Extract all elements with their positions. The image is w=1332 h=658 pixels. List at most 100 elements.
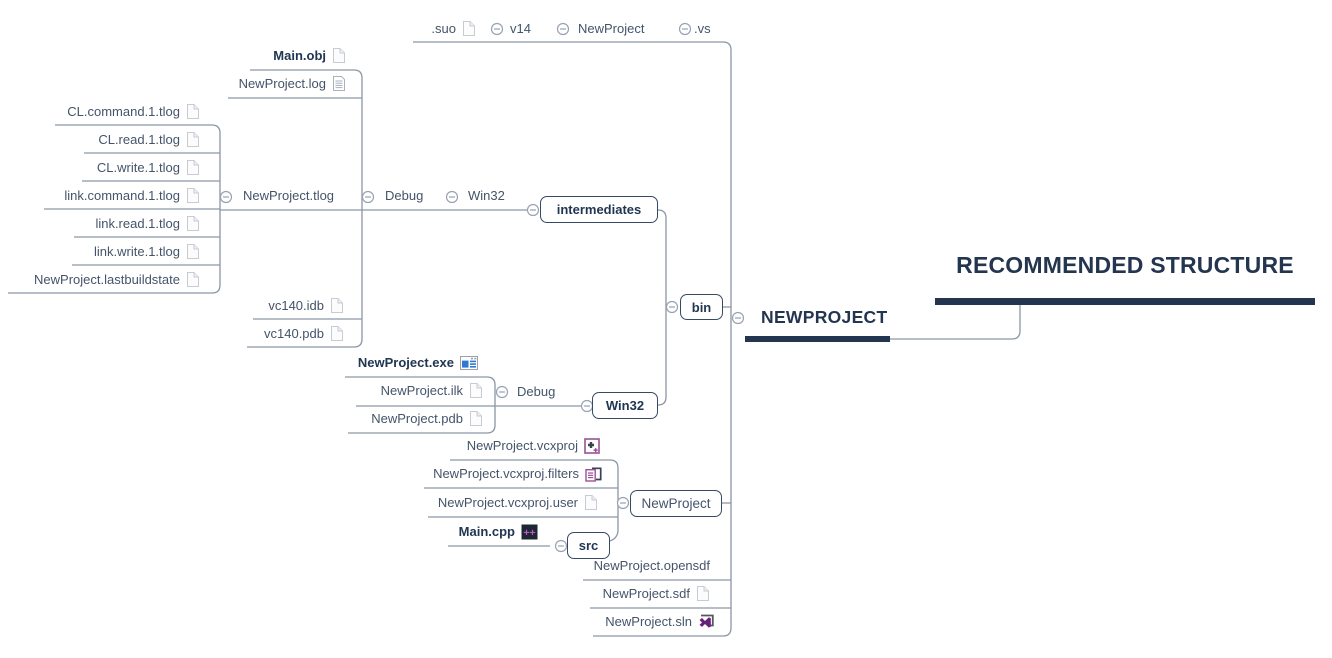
node-label: NewProject.ilk xyxy=(380,383,463,398)
node-label: NewProject.tlog xyxy=(243,188,335,203)
file-icon xyxy=(187,160,199,175)
collapse-minus-icon[interactable] xyxy=(361,190,375,204)
node-label: link.write.1.tlog xyxy=(94,244,180,259)
file-icon xyxy=(187,132,199,147)
file-icon xyxy=(187,104,199,119)
node-label: .suo xyxy=(431,21,456,36)
collapse-minus-icon[interactable] xyxy=(678,22,692,36)
node-label: bin xyxy=(691,299,712,315)
file-icon xyxy=(333,48,345,63)
node-newproject-tlog[interactable]: NewProject.tlog xyxy=(243,187,334,204)
node-label: NewProject.vcxproj.filters xyxy=(433,466,579,481)
node-link-command-tlog[interactable]: link.command.1.tlog xyxy=(64,187,200,204)
node-newproject-ilk[interactable]: NewProject.ilk xyxy=(381,382,483,399)
node-label: NewProject.log xyxy=(238,76,326,91)
node-label: CL.read.1.tlog xyxy=(98,132,180,147)
node-label: Main.obj xyxy=(273,48,326,63)
node-cl-write-tlog[interactable]: CL.write.1.tlog xyxy=(97,159,200,176)
node-win32-output-folder[interactable]: Win32 xyxy=(592,392,658,419)
node-main-obj[interactable]: Main.obj xyxy=(273,47,346,64)
node-vc140-idb[interactable]: vc140.idb xyxy=(268,297,344,314)
node-newproject-exe[interactable]: NewProject.exe xyxy=(358,354,478,371)
collapse-minus-icon[interactable] xyxy=(490,22,504,36)
collapse-toggles xyxy=(219,22,745,553)
root-topic-newproject[interactable]: NEWPROJECT xyxy=(761,307,887,328)
node-newproject-pdb[interactable]: NewProject.pdb xyxy=(371,410,483,427)
collapse-minus-icon[interactable] xyxy=(556,22,570,36)
node-suo[interactable]: .suo xyxy=(431,20,476,37)
root-underline-bar xyxy=(745,336,890,342)
node-label: Win32 xyxy=(468,188,505,203)
file-icon xyxy=(187,244,199,259)
node-newproject-project-folder[interactable]: NewProject xyxy=(630,490,722,517)
node-sdf[interactable]: NewProject.sdf xyxy=(603,585,710,602)
node-label: Debug xyxy=(517,384,556,399)
cpp-file-icon: ++ xyxy=(521,524,538,539)
collapse-minus-icon[interactable] xyxy=(495,385,509,399)
node-label: v14 xyxy=(510,21,531,36)
collapse-minus-icon[interactable] xyxy=(526,203,540,217)
node-debug-intermediate[interactable]: Debug xyxy=(385,187,423,204)
collapse-minus-icon[interactable] xyxy=(616,496,630,510)
node-src-folder[interactable]: src xyxy=(567,532,610,559)
collapse-minus-icon[interactable] xyxy=(665,300,679,314)
node-intermediates-folder[interactable]: intermediates xyxy=(540,196,658,223)
collapse-minus-icon[interactable] xyxy=(580,399,594,413)
file-icon xyxy=(585,495,597,510)
node-label: NewProject.sdf xyxy=(602,586,690,601)
node-label: NEWPROJECT xyxy=(761,307,888,327)
node-label: NewProject.vcxproj xyxy=(466,438,578,453)
node-label: NewProject xyxy=(641,496,711,511)
node-link-write-tlog[interactable]: link.write.1.tlog xyxy=(94,243,200,260)
node-label: link.command.1.tlog xyxy=(64,188,180,203)
node-label: .vs xyxy=(694,21,711,36)
node-newproject-folder[interactable]: NewProject xyxy=(578,20,644,37)
sln-icon xyxy=(699,614,714,628)
file-icon xyxy=(331,298,343,313)
node-win32-intermediate[interactable]: Win32 xyxy=(468,187,505,204)
file-icon xyxy=(470,383,482,398)
node-bin-folder[interactable]: bin xyxy=(680,294,723,320)
file-icon xyxy=(187,188,199,203)
node-label: NewProject.pdb xyxy=(371,411,463,426)
node-cl-read-tlog[interactable]: CL.read.1.tlog xyxy=(98,131,200,148)
node-lastbuildstate[interactable]: NewProject.lastbuildstate xyxy=(34,271,200,288)
collapse-minus-icon[interactable] xyxy=(219,190,233,204)
node-label: Main.cpp xyxy=(458,524,515,539)
vcxproj-icon xyxy=(584,437,600,454)
node-v14[interactable]: v14 xyxy=(510,20,531,37)
title-label: RECOMMENDED STRUCTURE xyxy=(956,252,1294,278)
node-label: CL.command.1.tlog xyxy=(67,104,180,119)
node-main-cpp[interactable]: Main.cpp ++ xyxy=(459,523,538,540)
collapse-minus-icon[interactable] xyxy=(445,190,459,204)
node-vcxproj-user[interactable]: NewProject.vcxproj.user xyxy=(438,494,598,511)
file-icon xyxy=(470,411,482,426)
node-sln[interactable]: NewProject.sln xyxy=(605,613,714,630)
node-label: NewProject.vcxproj.user xyxy=(437,495,578,510)
node-label: vc140.idb xyxy=(268,298,324,313)
node-vcxproj[interactable]: NewProject.vcxproj xyxy=(467,437,600,454)
file-icon xyxy=(697,586,709,601)
node-newproject-log[interactable]: NewProject.log xyxy=(239,75,346,92)
log-file-icon xyxy=(333,76,345,91)
node-vs-folder[interactable]: .vs xyxy=(694,20,711,37)
node-debug-output[interactable]: Debug xyxy=(517,383,555,400)
node-label: src xyxy=(578,538,599,553)
file-icon xyxy=(187,272,199,287)
node-link-read-tlog[interactable]: link.read.1.tlog xyxy=(95,215,200,232)
node-vcxproj-filters[interactable]: NewProject.vcxproj.filters xyxy=(433,465,602,482)
map-title[interactable]: RECOMMENDED STRUCTURE xyxy=(930,252,1320,279)
node-label: CL.write.1.tlog xyxy=(96,160,180,175)
node-label: vc140.pdb xyxy=(264,326,324,341)
title-underline-bar xyxy=(935,298,1315,305)
node-label: NewProject.exe xyxy=(357,355,454,370)
node-cl-command-tlog[interactable]: CL.command.1.tlog xyxy=(67,103,200,120)
application-icon xyxy=(460,355,478,370)
collapse-minus-icon[interactable] xyxy=(554,539,568,553)
node-label: NewProject.lastbuildstate xyxy=(34,272,180,287)
node-vc140-pdb[interactable]: vc140.pdb xyxy=(264,325,344,342)
collapse-minus-icon[interactable] xyxy=(731,311,745,325)
node-opensdf[interactable]: NewProject.opensdf xyxy=(594,557,710,574)
